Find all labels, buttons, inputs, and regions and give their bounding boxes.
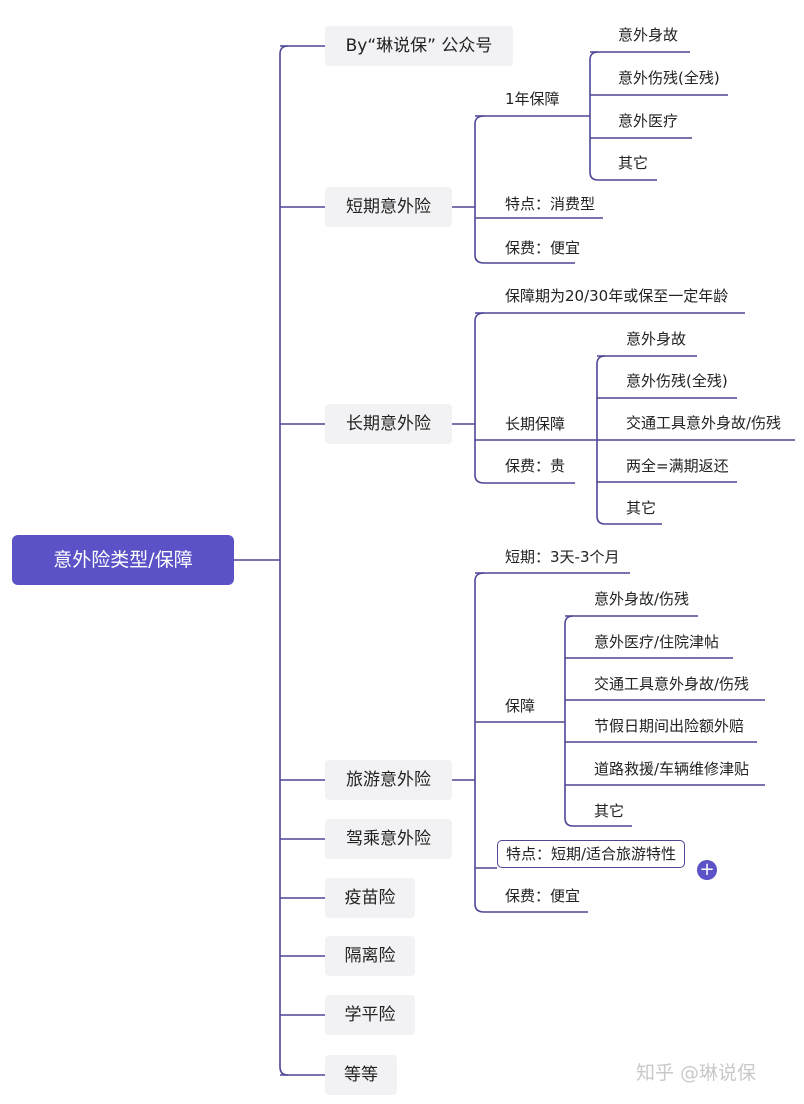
node-short-feature[interactable]: 特点：消费型 [505,195,596,213]
node-travel-feature[interactable]: 特点：短期/适合旅游特性 [497,840,686,868]
node-travel-item[interactable]: 道路救援/车辆维修津贴 [594,760,750,778]
node-short-item[interactable]: 意外医疗 [618,112,679,130]
node-driver-passenger-accident[interactable]: 驾乘意外险 [325,819,452,859]
node-quarantine-insurance[interactable]: 隔离险 [325,936,415,976]
connector [564,615,632,827]
node-short-fee[interactable]: 保费：便宜 [505,239,581,257]
node-short-item[interactable]: 意外身故 [618,26,679,44]
node-short-term-accident[interactable]: 短期意外险 [325,187,452,227]
node-long-item[interactable]: 意外身故 [626,330,687,348]
node-by-official-account[interactable]: By“琳说保” 公众号 [325,26,513,66]
connector [474,115,575,264]
node-vaccine-insurance[interactable]: 疫苗险 [325,878,415,918]
node-long-item[interactable]: 交通工具意外身故/伤残 [626,414,782,432]
node-travel-item[interactable]: 节假日期间出险额外赔 [594,717,745,735]
node-travel-term[interactable]: 短期：3天-3个月 [505,548,620,566]
add-node-plus-icon[interactable]: + [697,860,717,880]
node-long-item[interactable]: 意外伤残(全残) [626,372,728,390]
node-travel-fee[interactable]: 保费：便宜 [505,887,581,905]
node-short-item[interactable]: 意外伤残(全残) [618,69,720,87]
node-travel-guarantee[interactable]: 保障 [505,697,536,715]
node-long-guarantee[interactable]: 长期保障 [505,415,566,433]
node-travel-item[interactable]: 交通工具意外身故/伤残 [594,675,750,693]
node-one-year-coverage[interactable]: 1年保障 [505,90,560,108]
node-long-item[interactable]: 其它 [626,499,657,517]
node-travel-item[interactable]: 意外身故/伤残 [594,590,690,608]
connector [474,572,588,913]
node-long-term-accident[interactable]: 长期意外险 [325,404,452,444]
node-travel-item[interactable]: 其它 [594,802,625,820]
node-travel-item[interactable]: 意外医疗/住院津帖 [594,633,720,651]
node-long-fee[interactable]: 保费：贵 [505,457,566,475]
root-node[interactable]: 意外险类型/保障 [12,535,234,585]
connector [474,312,575,484]
watermark: 知乎 @琳说保 [636,1062,757,1084]
connector [596,355,662,525]
node-etc[interactable]: 等等 [325,1055,397,1095]
node-long-item[interactable]: 两全=满期返还 [626,457,729,475]
node-travel-accident[interactable]: 旅游意外险 [325,760,452,800]
connector [279,45,289,1076]
node-student-insurance[interactable]: 学平险 [325,995,415,1035]
node-short-item[interactable]: 其它 [618,154,649,172]
node-long-period[interactable]: 保障期为20/30年或保至一定年龄 [505,287,729,305]
connector [589,51,657,181]
